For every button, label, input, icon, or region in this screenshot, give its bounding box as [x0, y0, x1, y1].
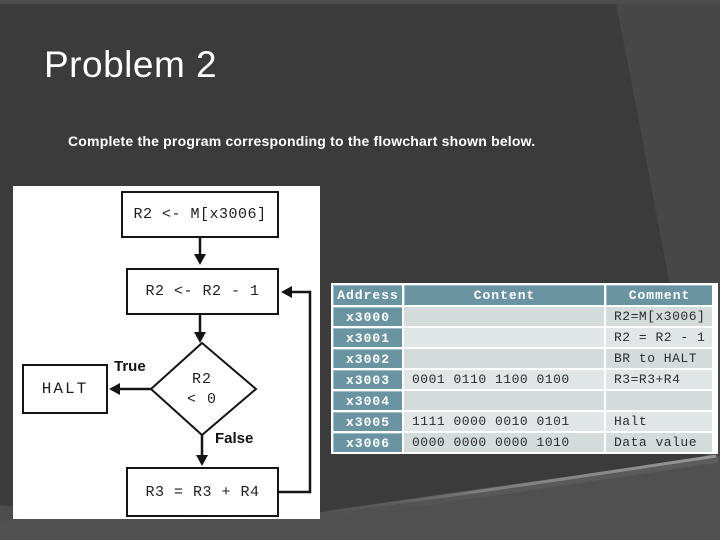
table-cell-address: x3002 — [333, 349, 402, 368]
table-cell-comment: R2 = R2 - 1 — [606, 328, 712, 347]
column-header-content: Content — [404, 285, 604, 305]
flowchart-node-halt: HALT — [22, 364, 108, 414]
table-cell-address: x3003 — [333, 370, 402, 389]
flowchart-connectors — [109, 238, 312, 494]
flowchart-node-add: R3 = R3 + R4 — [126, 467, 279, 517]
page-title: Problem 2 — [44, 44, 218, 85]
table-cell-content: 0000 0000 0000 1010 — [404, 433, 604, 452]
table-cell-address: x3001 — [333, 328, 402, 347]
flowchart-panel: R2 <- M[x3006] R2 <- R2 - 1 HALT R3 = R3… — [13, 186, 320, 519]
table-cell-address: x3000 — [333, 307, 402, 326]
table-cell-content: 1111 0000 0010 0101 — [404, 412, 604, 431]
flowchart-node-load: R2 <- M[x3006] — [121, 191, 279, 238]
branch-label-true: True — [114, 358, 146, 375]
table-cell-content: 0001 0110 1100 0100 — [404, 370, 604, 389]
slide-subtitle: Complete the program corresponding to th… — [68, 133, 536, 149]
table-cell-comment: R2=M[x3006] — [606, 307, 712, 326]
table-cell-comment: Halt — [606, 412, 712, 431]
program-table: Address Content Comment x3000 R2=M[x3006… — [331, 283, 718, 454]
table-cell-address: x3005 — [333, 412, 402, 431]
condition-line2: < 0 — [186, 391, 217, 408]
column-header-address: Address — [333, 285, 402, 305]
table-cell-content — [404, 307, 604, 326]
branch-label-false: False — [215, 430, 254, 447]
flowchart-node-decrement: R2 <- R2 - 1 — [126, 268, 279, 315]
table-cell-content — [404, 349, 604, 368]
table-cell-address: x3004 — [333, 391, 402, 410]
condition-line1: R2 — [191, 371, 212, 388]
table-cell-comment: BR to HALT — [606, 349, 712, 368]
flowchart-node-condition: R2 < 0 — [162, 370, 242, 410]
table-cell-content — [404, 328, 604, 347]
table-cell-comment: Data value — [606, 433, 712, 452]
table-cell-address: x3006 — [333, 433, 402, 452]
column-header-comment: Comment — [606, 285, 712, 305]
table-cell-comment: R3=R3+R4 — [606, 370, 712, 389]
table-cell-comment — [606, 391, 712, 410]
table-cell-content — [404, 391, 604, 410]
